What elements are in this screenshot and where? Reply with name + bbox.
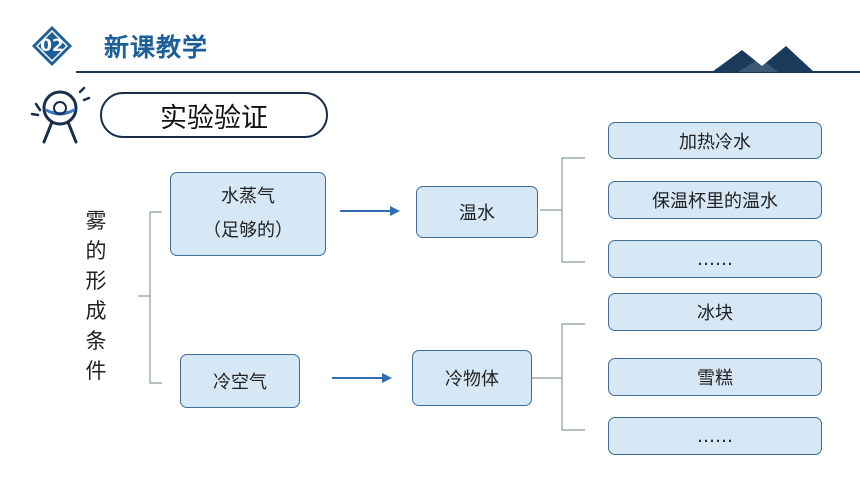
fog-formation-label: 雾 的 形 成 条 件 [85,209,107,383]
example-box: …… [608,417,822,455]
warm-water-box: 温水 [416,186,538,238]
header-rule [76,46,860,73]
example-box: 保温杯里的温水 [608,181,822,219]
cold-object-box: 冷物体 [412,350,532,406]
section-number-badge [32,26,72,66]
example-box: 雪糕 [608,358,822,396]
example-box: 加热冷水 [608,122,822,159]
cold-air-box: 冷空气 [180,354,300,408]
flask-icon [30,86,91,144]
page-title: 新课教学 [104,33,209,62]
example-box: …… [608,240,822,278]
water-vapor-box: 水蒸气 （足够的） [170,172,326,256]
water-vapor-label: 水蒸气 [221,186,275,207]
section-number: 02 [40,36,64,56]
water-vapor-note: （足够的） [203,220,293,241]
example-box: 冰块 [608,293,822,331]
section-title-pill: 实验验证 [100,92,328,138]
